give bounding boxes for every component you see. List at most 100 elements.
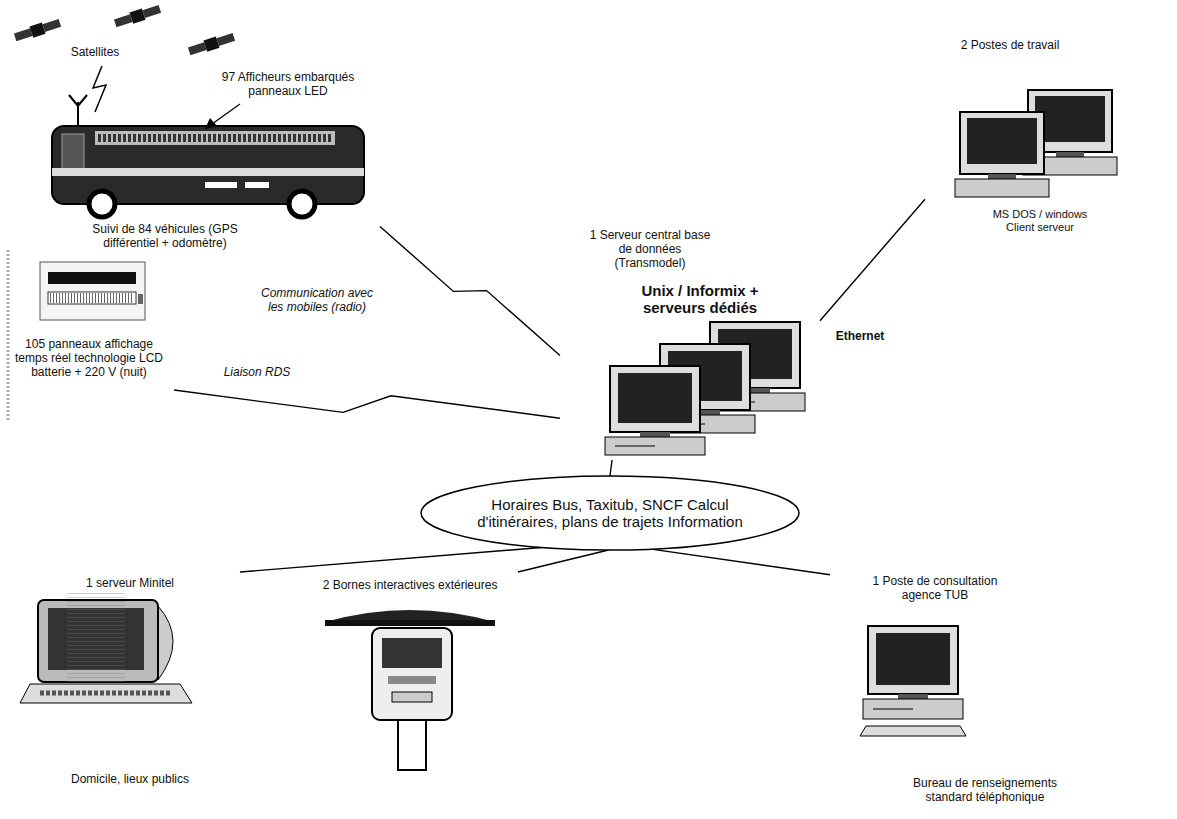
minitel-unit: 1 serveur MinitelDomicile, lieux publics bbox=[20, 572, 240, 792]
minitel-illustration-part bbox=[158, 606, 173, 680]
lcd-panel-unit: 105 panneaux affichage temps réel techno… bbox=[4, 255, 174, 405]
office-pc-illustration-part-part bbox=[860, 726, 966, 736]
led-display-callout: 97 Afficheurs embarqués panneaux LED bbox=[201, 70, 376, 98]
lcd-panel-illustration bbox=[8, 250, 145, 420]
office-unit: 1 Poste de consultation agence TUB Bureau… bbox=[830, 570, 1080, 808]
office-pc-illustration-part bbox=[860, 626, 966, 736]
satellite-icon-part bbox=[13, 17, 61, 43]
bus-illustration-part bbox=[205, 182, 237, 188]
bus-illustration-part bbox=[89, 191, 115, 217]
lcd-panel-illustration-part bbox=[48, 272, 136, 284]
bus-illustration-part bbox=[95, 131, 335, 145]
lcd-panel-illustration-part bbox=[48, 292, 136, 304]
node-text: 105 panneaux affichage temps réel techno… bbox=[14, 337, 164, 379]
kiosk-illustration bbox=[325, 610, 495, 770]
kiosk-illustration-part bbox=[372, 628, 452, 720]
server-illustration-part-part bbox=[640, 432, 670, 437]
server-illustration-part-part bbox=[605, 437, 705, 455]
minitel-illustration-part bbox=[40, 691, 172, 696]
workstation-illustration-part bbox=[955, 112, 1049, 197]
workstation-illustration-part-part bbox=[1056, 152, 1084, 157]
radio-link bbox=[174, 390, 560, 418]
workstation-illustration-part-part bbox=[955, 179, 1049, 197]
satellite-label: Satellites bbox=[55, 45, 135, 59]
kiosk-illustration-part bbox=[325, 620, 495, 626]
information-ellipse: Horaires Bus, Taxitub, SNCF Calcul d'iti… bbox=[420, 475, 800, 551]
kiosk-illustration-part bbox=[398, 720, 426, 770]
office-pc-illustration-part-part bbox=[876, 633, 950, 685]
bus-illustration-part bbox=[52, 168, 364, 176]
workstation-illustration bbox=[955, 90, 1117, 197]
node-text: 1 Poste de consultation agence TUB bbox=[860, 574, 1010, 602]
kiosk-unit: 2 Bornes interactives extérieures bbox=[290, 572, 530, 777]
bus-illustration bbox=[52, 95, 364, 217]
node-text: 1 Serveur central base de données (Trans… bbox=[588, 228, 713, 270]
node-text: Unix / Informix + serveurs dédiés bbox=[628, 282, 773, 316]
radio-bolt bbox=[93, 66, 106, 112]
node-text: Suivi de 84 véhicules (GPS différentiel … bbox=[75, 222, 255, 250]
bus-illustration-part bbox=[245, 182, 269, 188]
lcd-panel-illustration-part bbox=[7, 250, 10, 420]
node-text: MS DOS / windows Client serveur bbox=[980, 208, 1100, 234]
workstation-illustration-part-part bbox=[960, 112, 1044, 174]
server-illustration bbox=[605, 322, 805, 455]
lcd-panel-illustration-part bbox=[40, 262, 145, 320]
workstation-illustration-part-part bbox=[967, 118, 1037, 164]
server-illustration-part-part bbox=[615, 446, 655, 447]
satellite-icon-part-part bbox=[188, 42, 207, 55]
minitel-illustration bbox=[20, 593, 192, 703]
bus-illustration-part bbox=[98, 134, 332, 142]
leader-arrow-part bbox=[212, 104, 240, 124]
leader-arrow bbox=[205, 104, 240, 129]
satellite-icon-part-part bbox=[42, 19, 61, 32]
connector-line bbox=[610, 460, 612, 476]
radio-link bbox=[380, 226, 560, 355]
bus-illustration-part bbox=[69, 95, 87, 106]
server-illustration-part-part bbox=[618, 373, 692, 423]
bus-unit: Suivi de 84 véhicules (GPS différentiel … bbox=[40, 92, 380, 260]
lcd-panel-illustration-part bbox=[50, 293, 134, 303]
connector-line bbox=[651, 549, 830, 575]
workstation-illustration-part-part bbox=[1035, 96, 1105, 142]
connector-label: Communication avec les mobiles (radio) bbox=[250, 286, 384, 314]
server-illustration-part-part bbox=[610, 366, 700, 432]
kiosk-illustration-part bbox=[382, 638, 442, 668]
ellipse-outline-shape bbox=[421, 476, 799, 550]
server-illustration-part bbox=[605, 366, 705, 455]
connector-line bbox=[518, 550, 609, 572]
bus-illustration-part bbox=[289, 191, 315, 217]
connector-label: Liaison RDS bbox=[210, 365, 304, 379]
satellite-icon-part-part bbox=[216, 33, 235, 46]
connector-line bbox=[820, 199, 925, 321]
satellite-icon-part-part bbox=[14, 28, 33, 41]
kiosk-illustration-part bbox=[392, 692, 432, 702]
office-pc-illustration bbox=[860, 626, 966, 736]
office-pc-illustration-part-part bbox=[898, 694, 928, 699]
office-pc-illustration-part-part bbox=[873, 709, 913, 710]
minitel-illustration-part bbox=[20, 684, 192, 703]
node-text: 2 Bornes interactives extérieures bbox=[295, 578, 525, 592]
satellite-icon-part-part bbox=[114, 14, 133, 27]
satellite-icon bbox=[13, 3, 235, 57]
node-text: Domicile, lieux publics bbox=[30, 772, 230, 786]
node-text: Horaires Bus, Taxitub, SNCF Calcul d'iti… bbox=[460, 496, 760, 530]
office-pc-illustration-part-part bbox=[868, 626, 958, 694]
connector-line bbox=[240, 548, 541, 573]
node-text: 1 serveur Minitel bbox=[40, 576, 220, 590]
satellite-icon-part bbox=[113, 3, 161, 29]
minitel-illustration-part bbox=[67, 593, 125, 685]
leader-arrow-part bbox=[205, 118, 217, 129]
office-pc-illustration-part-part bbox=[863, 699, 963, 719]
central-server: 1 Serveur central base de données (Trans… bbox=[560, 228, 820, 460]
workstation-illustration-part-part bbox=[988, 174, 1016, 179]
satellite-icon-part-part bbox=[142, 5, 161, 18]
workstations: 2 Postes de travail MS DOS / windows Clie… bbox=[925, 36, 1135, 240]
satellite-icon-part bbox=[187, 31, 235, 57]
kiosk-illustration-part bbox=[388, 676, 436, 684]
lcd-panel-illustration-part bbox=[138, 294, 143, 304]
node-text: Bureau de renseignements standard téléph… bbox=[900, 776, 1070, 804]
node-text: 2 Postes de travail bbox=[960, 38, 1060, 52]
